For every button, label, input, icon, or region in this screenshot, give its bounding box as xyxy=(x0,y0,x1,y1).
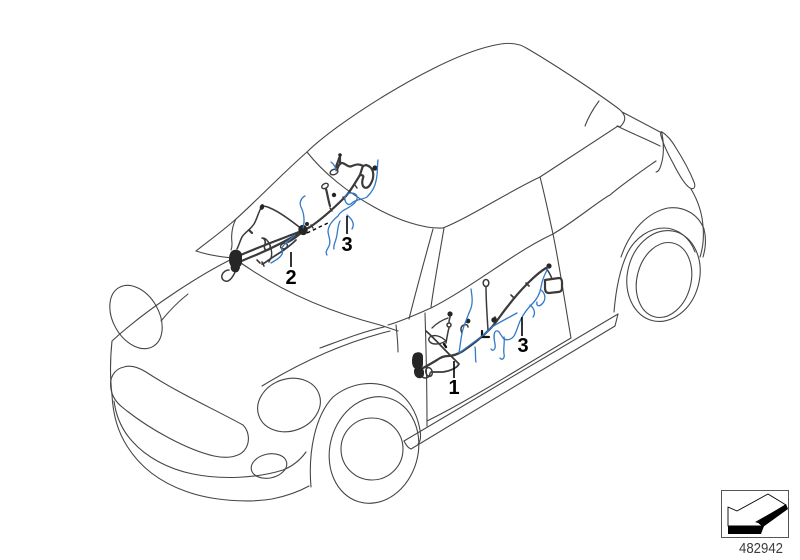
svg-text:3: 3 xyxy=(341,234,352,256)
svg-text:2: 2 xyxy=(285,267,296,289)
svg-text:1: 1 xyxy=(448,377,459,399)
svg-text:482942: 482942 xyxy=(739,540,783,557)
svg-text:3: 3 xyxy=(517,335,528,357)
